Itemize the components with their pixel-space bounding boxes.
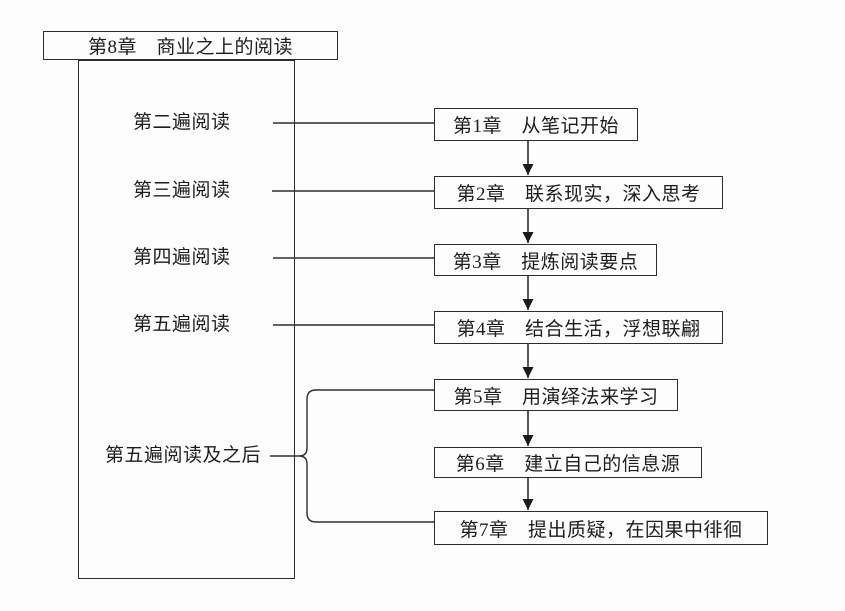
chapter-1-box: 第1章 从笔记开始 bbox=[434, 108, 638, 141]
chapter8-scope-rect bbox=[78, 60, 295, 579]
chapter-5-box: 第5章 用演绎法来学习 bbox=[434, 379, 678, 411]
chapter-6-box: 第6章 建立自己的信息源 bbox=[434, 447, 702, 478]
chapter-3-box: 第3章 提炼阅读要点 bbox=[434, 244, 657, 276]
chapter-2-box: 第2章 联系现实，深入思考 bbox=[434, 176, 723, 209]
reading-pass-label-2: 第二遍阅读 bbox=[133, 112, 231, 133]
chapter-7-box: 第7章 提出质疑，在因果中徘徊 bbox=[434, 511, 768, 545]
chapter-4-box: 第4章 结合生活，浮想联翩 bbox=[434, 311, 723, 344]
chapter8-title-label: 第8章 商业之上的阅读 bbox=[87, 37, 293, 58]
reading-pass-label-5-after: 第五遍阅读及之后 bbox=[105, 445, 262, 466]
reading-pass-label-5: 第五遍阅读 bbox=[133, 314, 231, 335]
reading-pass-label-4: 第四遍阅读 bbox=[133, 247, 231, 268]
reading-pass-label-3: 第三遍阅读 bbox=[133, 180, 231, 201]
brace-connector bbox=[298, 389, 434, 523]
chapter8-title-box: 第8章 商业之上的阅读 bbox=[43, 31, 338, 60]
